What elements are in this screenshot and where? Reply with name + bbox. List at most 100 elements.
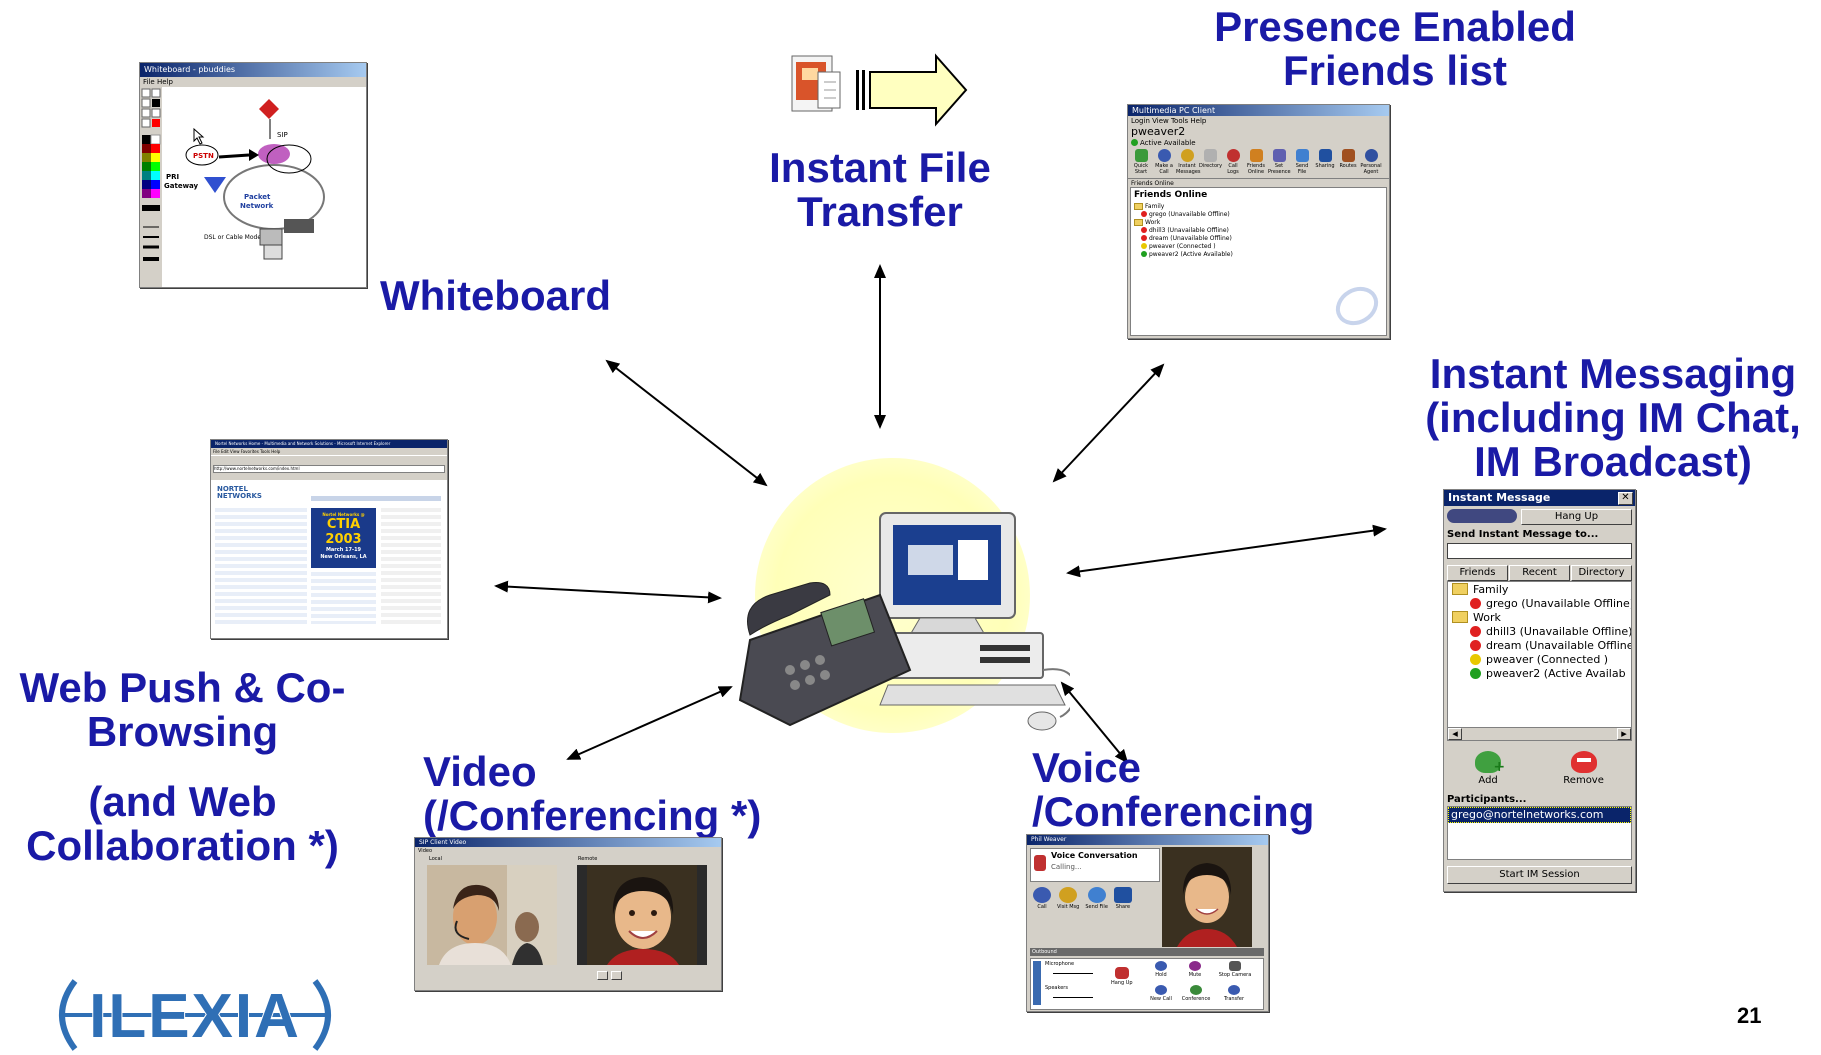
arrow-voice (1060, 681, 1129, 764)
toolbar-routes[interactable]: Routes (1337, 149, 1359, 175)
file-transfer-label: Instant File Transfer (769, 144, 991, 235)
friends-user: pweaver2 (1131, 125, 1186, 138)
message-icon (1059, 887, 1078, 903)
im-audio-level (1447, 509, 1517, 523)
arrow-web-push (494, 580, 722, 604)
friends-entry[interactable]: dhill3 (Unavailable Offline) (1131, 226, 1386, 234)
voice-section-header: Outbound (1030, 948, 1264, 956)
friends-status[interactable]: Active Available (1128, 138, 1389, 147)
friends-group-family[interactable]: Family (1131, 202, 1386, 210)
svg-text:SIP: SIP (277, 131, 288, 139)
hold-icon (1155, 961, 1167, 971)
im-send-to-label: Send Instant Message to... (1447, 529, 1599, 540)
friends-titlebar: Multimedia PC Client (1128, 105, 1389, 116)
phone-icon (1034, 855, 1046, 871)
mute-icon (1189, 961, 1201, 971)
tab-directory[interactable]: Directory (1571, 565, 1632, 581)
tab-friends[interactable]: Friends (1447, 565, 1508, 581)
voice-send-file-button[interactable]: Send File (1085, 887, 1108, 910)
share-icon (1113, 887, 1132, 903)
toolbar-sharing[interactable]: Sharing (1314, 149, 1336, 175)
voice-control-mute[interactable]: Mute (1183, 961, 1207, 978)
remove-user-icon (1570, 751, 1597, 773)
im-recipient-input[interactable] (1447, 543, 1632, 559)
video-control-button[interactable] (611, 971, 622, 980)
toolbar-directory[interactable]: Directory (1199, 149, 1222, 175)
im-entry[interactable]: dhill3 (Unavailable Offline) (1448, 624, 1631, 638)
participant-entry[interactable]: grego@nortelnetworks.com (1448, 807, 1631, 823)
im-entry[interactable]: dream (Unavailable Offline (1448, 638, 1631, 652)
voice-share-button[interactable]: Share (1113, 887, 1132, 910)
im-group-work[interactable]: Work (1448, 610, 1631, 624)
add-button[interactable]: + Add (1475, 751, 1505, 786)
hang-up-button[interactable]: Hang Up (1521, 509, 1632, 525)
friends-entry[interactable]: pweaver2 (Active Available) (1131, 250, 1386, 258)
svg-text:Gateway: Gateway (164, 182, 199, 190)
im-label: Instant Messaging (including IM Chat, IM… (1425, 350, 1801, 485)
svg-text:PRI: PRI (166, 173, 179, 181)
video-menu: Video (418, 848, 433, 854)
call-icon (1033, 887, 1051, 903)
unavailable-dot-icon (1141, 235, 1147, 241)
make-call-icon (1157, 149, 1171, 162)
friends-group-work[interactable]: Work (1131, 218, 1386, 226)
im-participants-list[interactable]: grego@nortelnetworks.com (1447, 806, 1632, 860)
voice-control-hold[interactable]: Hold (1149, 961, 1173, 978)
voice-control-transfer[interactable]: Transfer (1219, 985, 1249, 1002)
whiteboard-label: Whiteboard (380, 272, 611, 319)
toolbar-instant-messages[interactable]: Instant Messages (1176, 149, 1201, 175)
voice-control-new-call[interactable]: New Call (1149, 985, 1173, 1002)
friends-entry[interactable]: pweaver (Connected ) (1131, 242, 1386, 250)
close-icon[interactable]: ✕ (1618, 491, 1633, 505)
friends-entry[interactable]: dream (Unavailable Offline) (1131, 234, 1386, 242)
toolbar-send-file[interactable]: Send File (1291, 149, 1313, 175)
microphone-slider[interactable] (1053, 973, 1093, 974)
unavailable-dot-icon (1470, 625, 1481, 637)
call-logs-icon (1226, 149, 1240, 162)
browser-menu: File Edit View Favorites Tools Help (211, 448, 447, 455)
im-group-family[interactable]: Family (1448, 582, 1631, 596)
page-right-column (381, 508, 441, 624)
ilexia-logo: ILEXIA (59, 979, 331, 1052)
toolbar-set-presence[interactable]: Set Presence (1268, 149, 1291, 175)
scroll-left-icon[interactable]: ◂ (1448, 728, 1462, 740)
unavailable-dot-icon (1470, 597, 1481, 609)
im-call-row: Hang Up (1444, 506, 1635, 528)
start-im-session-button[interactable]: Start IM Session (1447, 866, 1632, 884)
instant-message-window: Instant Message ✕ Hang Up Send Instant M… (1443, 489, 1636, 892)
toolbar-make-call[interactable]: Make a Call (1153, 149, 1175, 175)
im-entry[interactable]: pweaver (Connected ) (1448, 652, 1631, 666)
browser-toolbar (211, 455, 447, 465)
im-entry[interactable]: pweaver2 (Active Availab (1448, 666, 1631, 680)
voice-visit-msg-button[interactable]: Visit Msg (1057, 887, 1079, 910)
video-controls[interactable] (597, 971, 622, 980)
arrow-im (1066, 524, 1387, 578)
im-titlebar: Instant Message ✕ (1444, 490, 1635, 506)
friends-entry[interactable]: grego (Unavailable Offline) (1131, 210, 1386, 218)
toolbar-call-logs[interactable]: Call Logs (1222, 149, 1244, 175)
hang-up-button[interactable]: Hang Up (1111, 967, 1133, 986)
whiteboard-tool-palette[interactable] (140, 87, 162, 287)
speakers-slider[interactable] (1053, 997, 1093, 998)
toolbar-quick-start[interactable]: Quick Start (1130, 149, 1152, 175)
browser-address-bar[interactable]: http://www.nortelnetworks.com/index.html (211, 465, 447, 473)
speakers-label: Speakers (1045, 985, 1068, 991)
voice-control-stop-camera[interactable]: Stop Camera (1217, 961, 1253, 978)
scroll-right-icon[interactable]: ▸ (1617, 728, 1631, 740)
video-window: SIP Client Video Video Local Remote (414, 837, 722, 991)
remove-button[interactable]: Remove (1563, 751, 1604, 786)
tab-recent[interactable]: Recent (1509, 565, 1570, 581)
video-control-button[interactable] (597, 971, 608, 980)
im-list-scrollbar[interactable]: ◂ ▸ (1448, 727, 1631, 740)
voice-call-button[interactable]: Call (1033, 887, 1051, 910)
im-entry[interactable]: grego (Unavailable Offline) (1448, 596, 1631, 610)
browser-window: Nortel Networks Home - Multimedia and Ne… (210, 439, 448, 639)
toolbar-personal-agent[interactable]: Personal Agent (1360, 149, 1382, 175)
folder-icon (1134, 202, 1143, 210)
address-input[interactable]: http://www.nortelnetworks.com/index.html (213, 465, 445, 473)
toolbar-friends-online[interactable]: Friends Online (1245, 149, 1267, 175)
im-action-row: + Add Remove (1444, 751, 1635, 786)
presence-label: Presence Enabled Friends list (1214, 3, 1576, 94)
voice-control-conference[interactable]: Conference (1181, 985, 1211, 1002)
